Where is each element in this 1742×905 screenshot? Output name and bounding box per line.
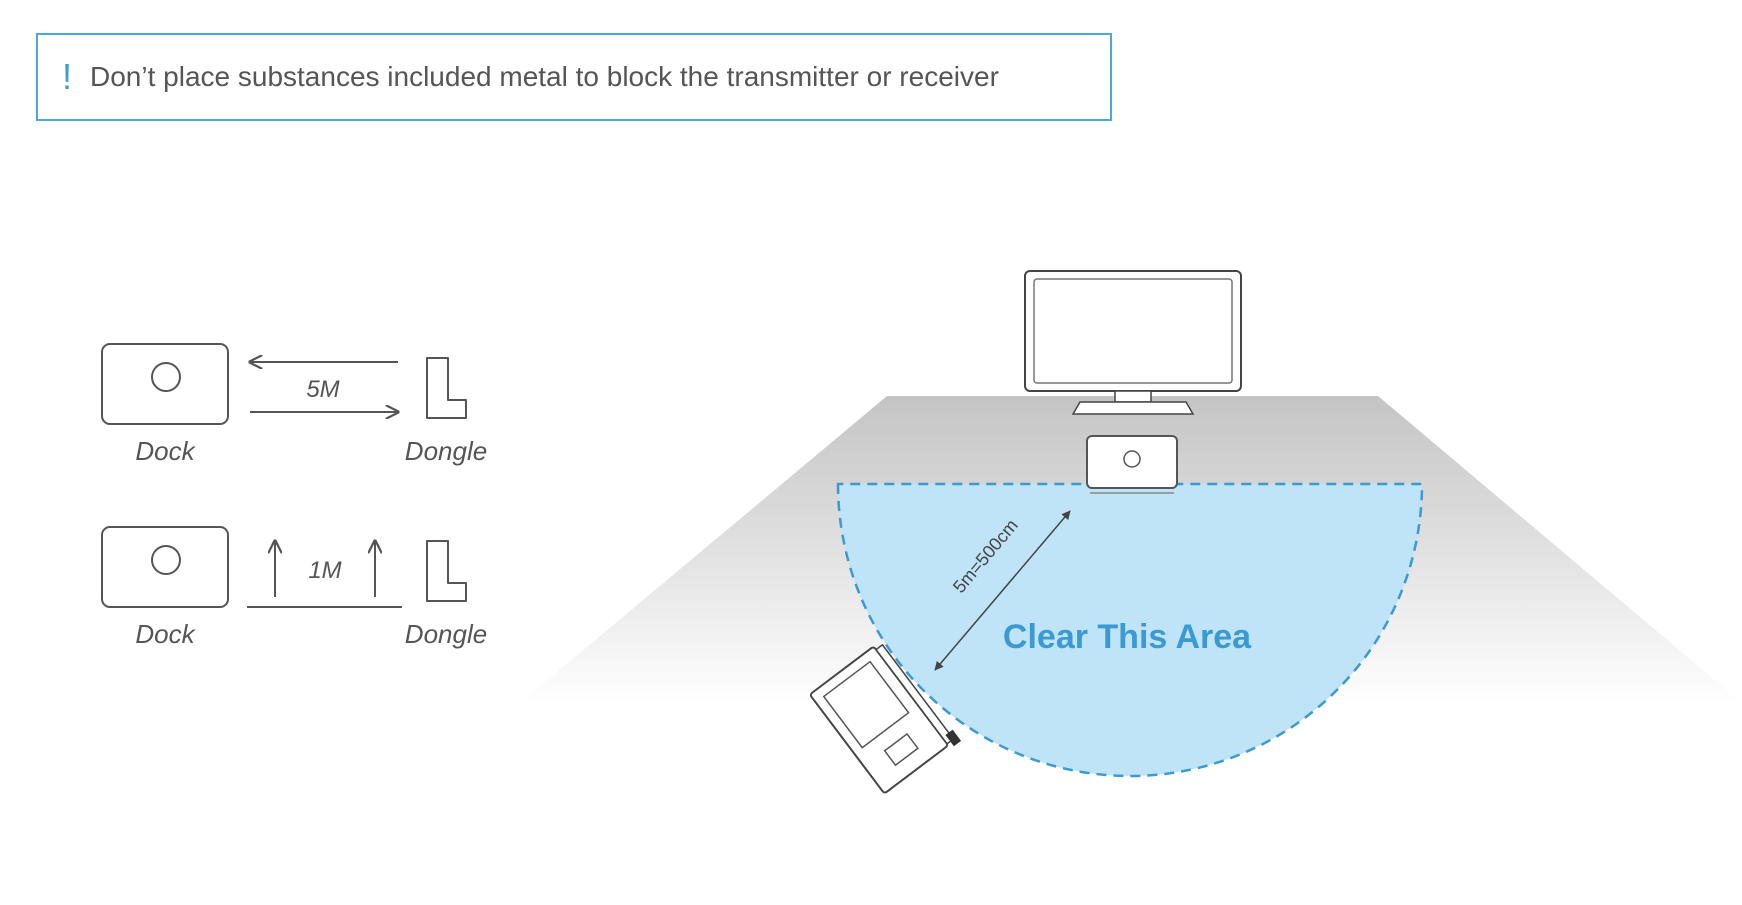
exclamation-icon: ! — [62, 56, 73, 97]
dock-device — [1086, 435, 1178, 494]
row1-dock-label: Dock — [135, 436, 196, 466]
row1-distance-label: 5M — [306, 376, 339, 403]
radius-arrow — [934, 510, 1071, 671]
row1-dongle-label: Dongle — [405, 436, 487, 466]
row1-dock-device — [101, 343, 229, 425]
row2-dock-label: Dock — [135, 619, 196, 649]
row2-dongle-label: Dongle — [405, 619, 487, 649]
warning-text: Don’t place substances included metal to… — [90, 61, 999, 92]
clear-area-label: Clear This Area — [1003, 618, 1252, 656]
row2-height-label: 1M — [308, 557, 341, 584]
laptop-device — [809, 643, 962, 794]
row1-dongle-device — [426, 357, 467, 419]
row2-dongle-device — [426, 540, 467, 602]
row2-dock-device — [101, 526, 229, 608]
tv-monitor — [1024, 270, 1242, 415]
warning-notice: ! Don’t place substances included metal … — [36, 33, 1112, 121]
